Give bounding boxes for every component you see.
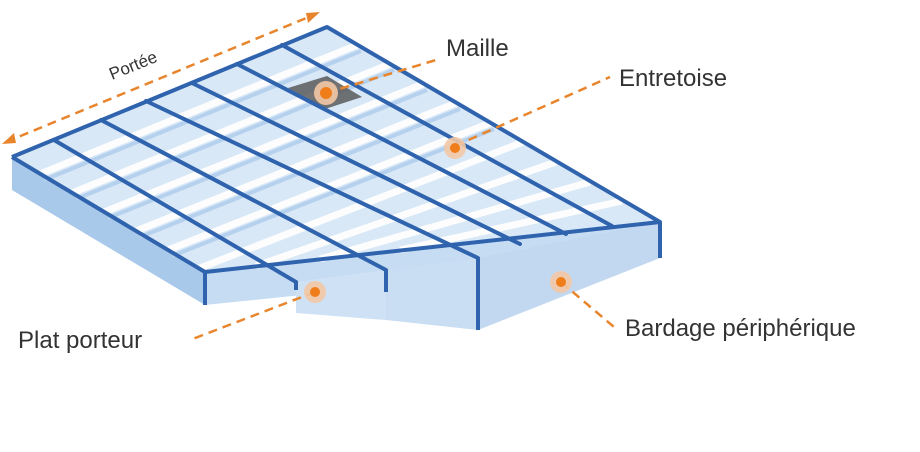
crossbar-leader (454, 75, 611, 148)
span-label: Portée (106, 47, 160, 83)
edge-banding-leader (560, 281, 615, 328)
bearing-bar-label: Plat porteur (18, 327, 142, 354)
mesh-hotspot (320, 87, 332, 99)
edge-banding-hotspot (556, 277, 566, 287)
crossbar-label: Entretoise (619, 65, 727, 92)
grating-frame (10, 25, 662, 305)
mesh-label: Maille (446, 35, 509, 62)
edge-banding-label: Bardage périphérique (625, 315, 856, 342)
bearing-bars (52, 43, 614, 284)
bearing-bar-hotspot (310, 287, 320, 297)
crossbar-hotspot (450, 143, 460, 153)
bearing-bar-legs (294, 258, 480, 330)
hotspots (304, 81, 572, 303)
span-arrow-line (5, 12, 317, 144)
leader-lines (189, 58, 615, 342)
span-arrowhead-right (306, 12, 320, 23)
span-arrowhead-left (2, 133, 16, 144)
mesh-leader (325, 58, 437, 95)
bearing-bar-leader (189, 290, 316, 342)
